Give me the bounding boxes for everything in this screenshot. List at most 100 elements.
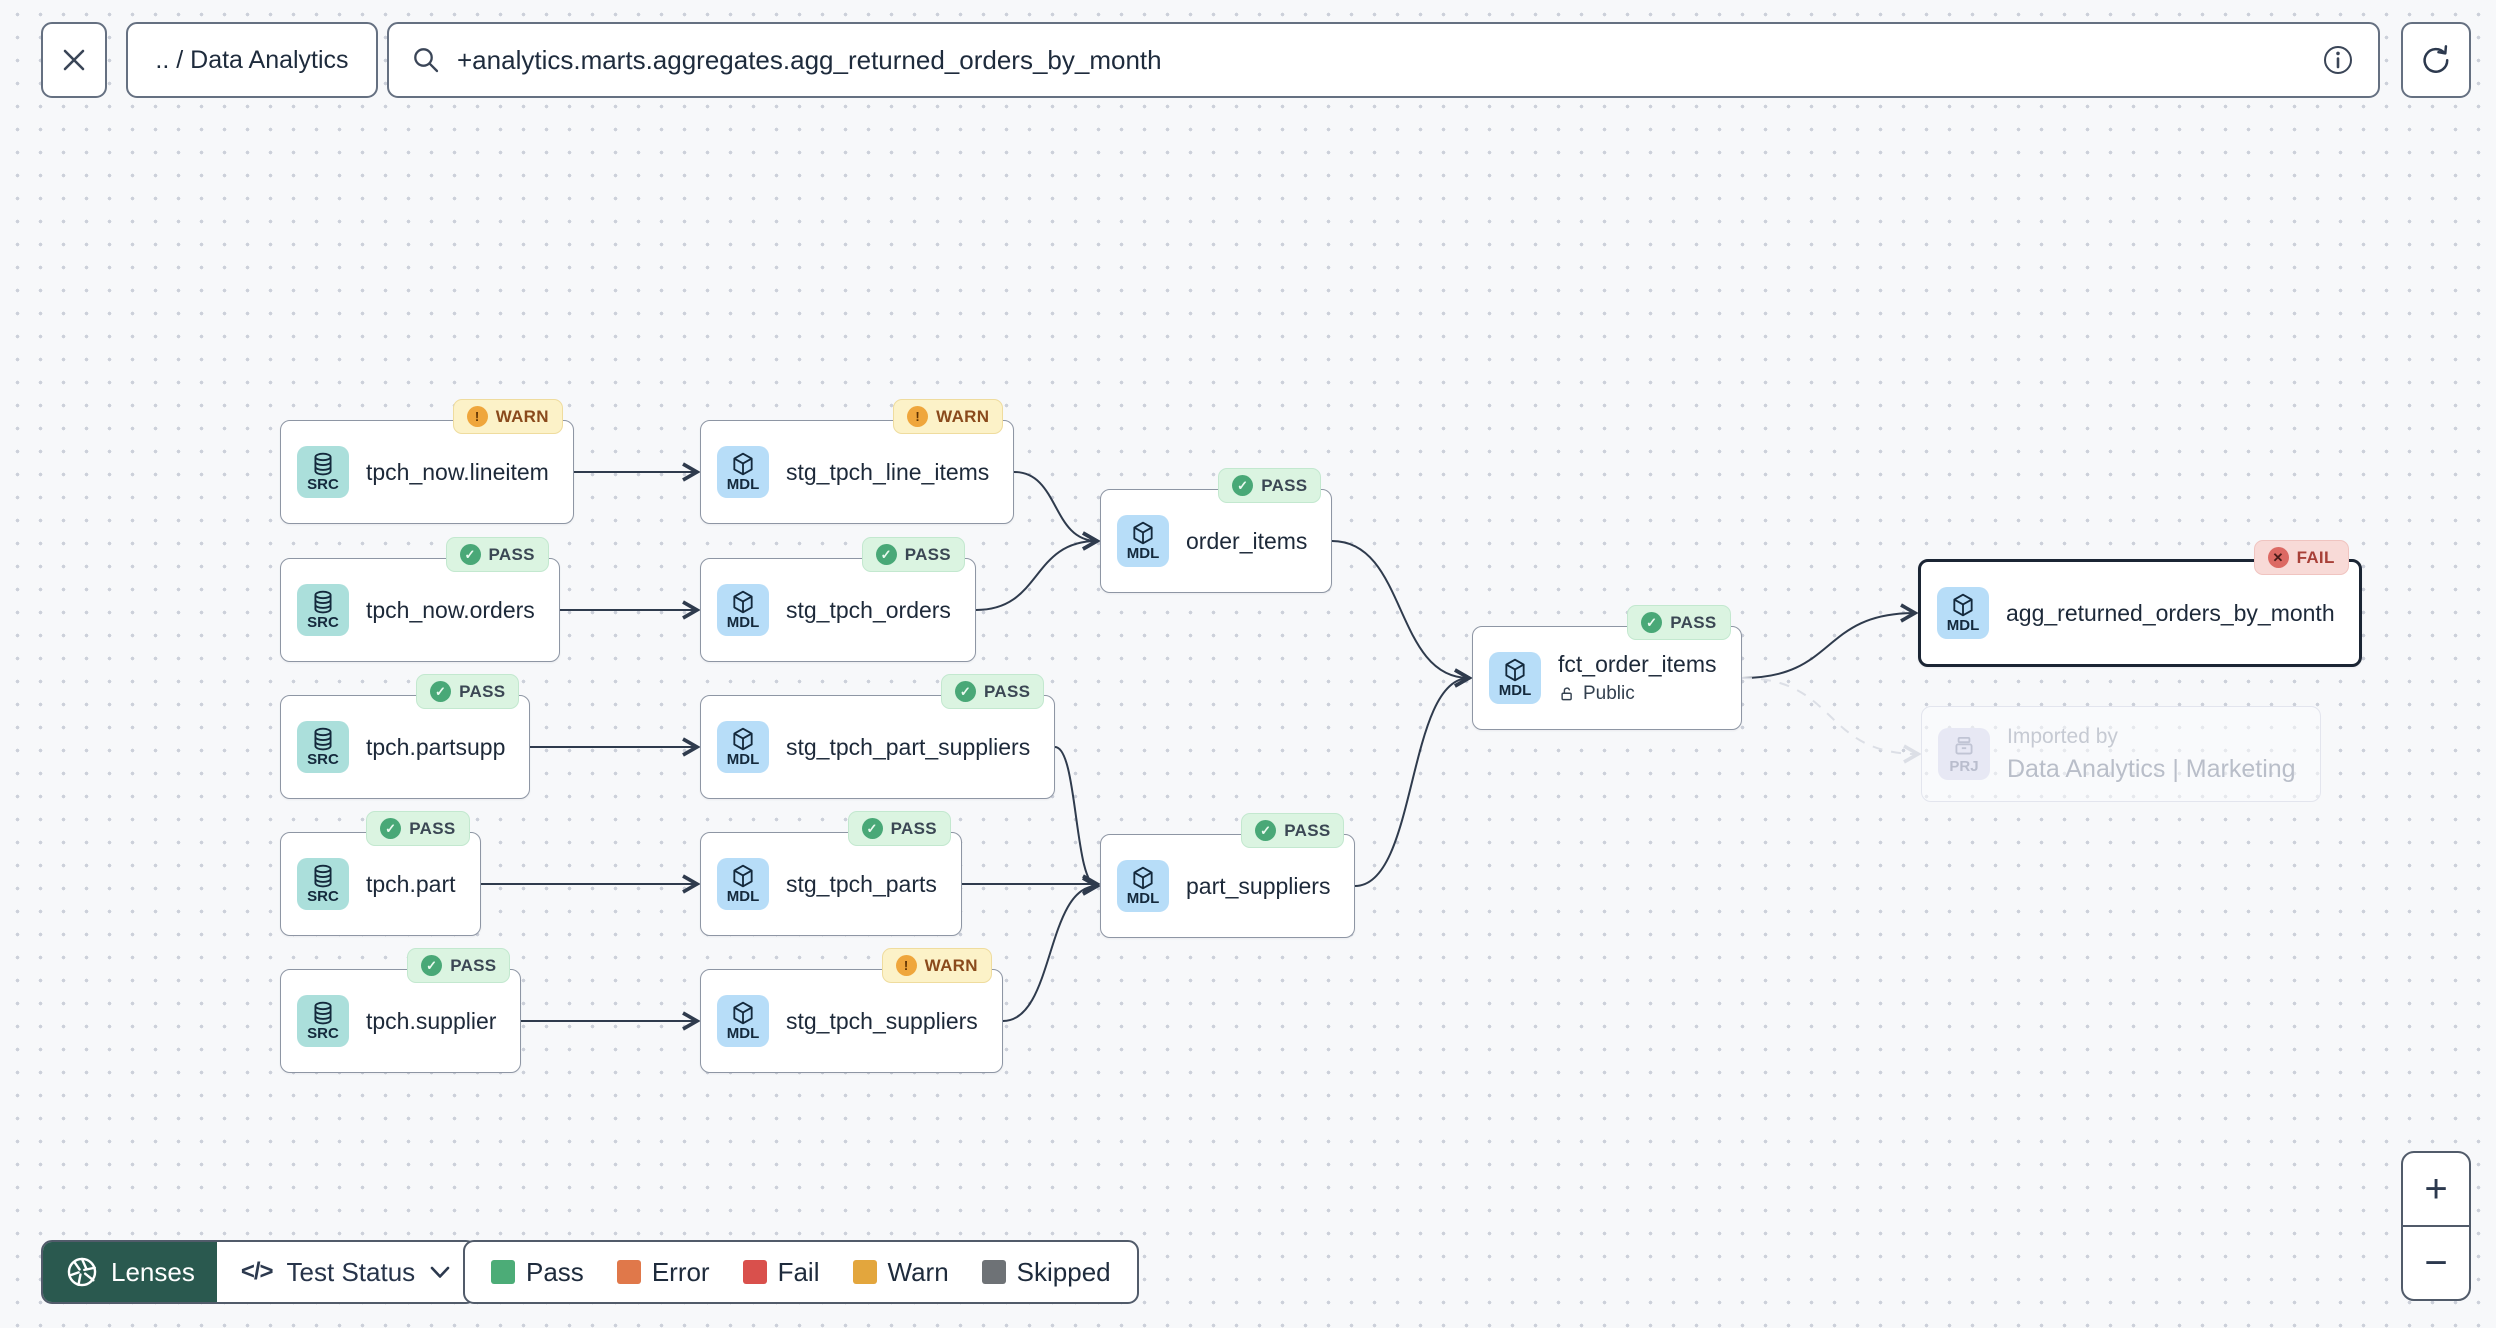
test-status-badge: ✓PASS — [416, 674, 520, 709]
badge-status-icon: ✓ — [421, 955, 443, 976]
close-button[interactable] — [41, 22, 107, 98]
src-icon: SRC — [297, 858, 349, 910]
refresh-button[interactable] — [2401, 22, 2471, 98]
legend-label: Warn — [887, 1256, 949, 1287]
info-icon[interactable] — [2322, 44, 2354, 76]
search-bar — [387, 22, 2380, 98]
node-title: tpch.part — [366, 870, 456, 897]
node-title: fct_order_items — [1558, 651, 1717, 677]
legend-item-skipped: Skipped — [981, 1256, 1111, 1288]
lenses-button[interactable]: Lenses — [43, 1242, 217, 1302]
node-type-label: MDL — [726, 751, 760, 769]
lens-selector[interactable]: </> Test Status — [217, 1242, 475, 1302]
badge-status-icon: ✓ — [1641, 612, 1663, 633]
src-icon: SRC — [297, 721, 349, 773]
edge-part_suppliers-to-fct_order_items — [1354, 668, 1473, 887]
badge-status-icon: ✓ — [1232, 475, 1254, 496]
badge-status-icon: ✕ — [2267, 547, 2289, 568]
public-access-label: Public — [1558, 683, 1717, 705]
mdl-icon: MDL — [717, 721, 769, 773]
node-type-label: MDL — [1946, 617, 1980, 635]
test-status-badge: !WARN — [881, 948, 992, 983]
test-status-badge: ✓PASS — [1241, 813, 1345, 848]
search-icon — [414, 48, 439, 73]
mdl-icon: MDL — [1489, 652, 1541, 704]
legend-swatch — [491, 1260, 515, 1284]
node-stg_tpch_part_suppliers[interactable]: MDL stg_tpch_part_suppliers ✓PASS — [700, 674, 1056, 799]
node-title: order_items — [1186, 527, 1308, 554]
edge-stg_tpch_orders-to-order_items — [975, 531, 1101, 611]
mdl-icon: MDL — [1117, 515, 1169, 567]
node-type-label: PRJ — [1949, 758, 1979, 776]
lens-selector-label: Test Status — [286, 1256, 416, 1287]
mdl-icon: MDL — [717, 995, 769, 1047]
test-status-badge: ✓PASS — [847, 811, 951, 846]
node-title: stg_tpch_part_suppliers — [786, 733, 1031, 760]
node-tpch_part[interactable]: SRC tpch.part ✓PASS — [280, 811, 481, 936]
badge-status-icon: ✓ — [875, 544, 897, 565]
lens-control-group: Lenses </> Test Status — [41, 1240, 478, 1304]
legend-swatch — [616, 1260, 641, 1284]
close-icon — [63, 49, 85, 71]
legend-item-fail: Fail — [742, 1257, 820, 1288]
node-type-label: SRC — [307, 614, 339, 632]
mdl-icon: MDL — [1937, 587, 1989, 639]
node-title: stg_tpch_line_items — [786, 458, 990, 485]
refresh-icon — [2423, 45, 2449, 73]
node-title: tpch_now.orders — [366, 596, 535, 623]
breadcrumb-button[interactable]: .. / Data Analytics — [126, 22, 378, 98]
node-stg_tpch_orders[interactable]: MDL stg_tpch_orders ✓PASS — [700, 537, 976, 662]
zoom-in-button[interactable]: + — [2424, 1166, 2448, 1211]
badge-status-icon: ! — [895, 955, 917, 976]
test-status-badge: ✓PASS — [366, 811, 470, 846]
src-icon: SRC — [297, 446, 349, 498]
node-tpch_supplier[interactable]: SRC tpch.supplier ✓PASS — [280, 948, 522, 1073]
test-status-badge: ✓PASS — [861, 537, 965, 572]
node-tpch_partsupp[interactable]: SRC tpch.partsupp ✓PASS — [280, 674, 531, 799]
edge-order_items-to-fct_order_items — [1331, 540, 1473, 688]
edge-stg_tpch_line_items-to-order_items — [1013, 471, 1101, 551]
node-type-label: MDL — [1498, 682, 1532, 700]
mdl-icon: MDL — [1117, 860, 1169, 912]
src-icon: SRC — [297, 995, 349, 1047]
legend-label: Skipped — [1016, 1256, 1111, 1287]
badge-status-icon: ✓ — [954, 681, 976, 702]
search-input[interactable] — [457, 44, 2308, 76]
badge-status-icon: ✓ — [459, 544, 481, 565]
node-title: tpch.supplier — [366, 1007, 497, 1034]
edge-stg_tpch_suppliers-to-part_suppliers — [1002, 876, 1101, 1022]
node-title: tpch.partsupp — [366, 733, 506, 760]
mdl-icon: MDL — [717, 584, 769, 636]
node-title: stg_tpch_orders — [786, 596, 951, 623]
badge-status-icon: ✓ — [1255, 820, 1277, 841]
test-status-badge: ✓PASS — [407, 948, 511, 983]
edge-fct_order_items-to-imported_by — [1741, 677, 1922, 764]
legend-item-pass: Pass — [491, 1257, 584, 1288]
edge-stg_tpch_part_suppliers-to-part_suppliers — [1054, 746, 1101, 896]
code-icon: </> — [240, 1258, 274, 1285]
node-title: agg_returned_orders_by_month — [2006, 599, 2335, 626]
badge-status-icon: ! — [466, 406, 488, 427]
legend-swatch — [852, 1260, 877, 1284]
imported-by-label: Imported by — [2007, 724, 2118, 748]
node-type-label: SRC — [307, 1025, 339, 1043]
test-status-badge: ✓PASS — [940, 674, 1045, 709]
test-status-badge: !WARN — [893, 399, 1004, 434]
node-type-label: MDL — [726, 888, 760, 906]
zoom-out-button[interactable]: − — [2403, 1225, 2469, 1299]
node-title: tpch_now.lineitem — [366, 458, 549, 485]
edge-fct_order_items-to-agg_returned_orders_by_month — [1741, 603, 1919, 679]
test-status-badge: ✓PASS — [1627, 605, 1731, 640]
badge-status-icon: ✓ — [430, 681, 452, 702]
legend-label: Error — [651, 1256, 710, 1287]
